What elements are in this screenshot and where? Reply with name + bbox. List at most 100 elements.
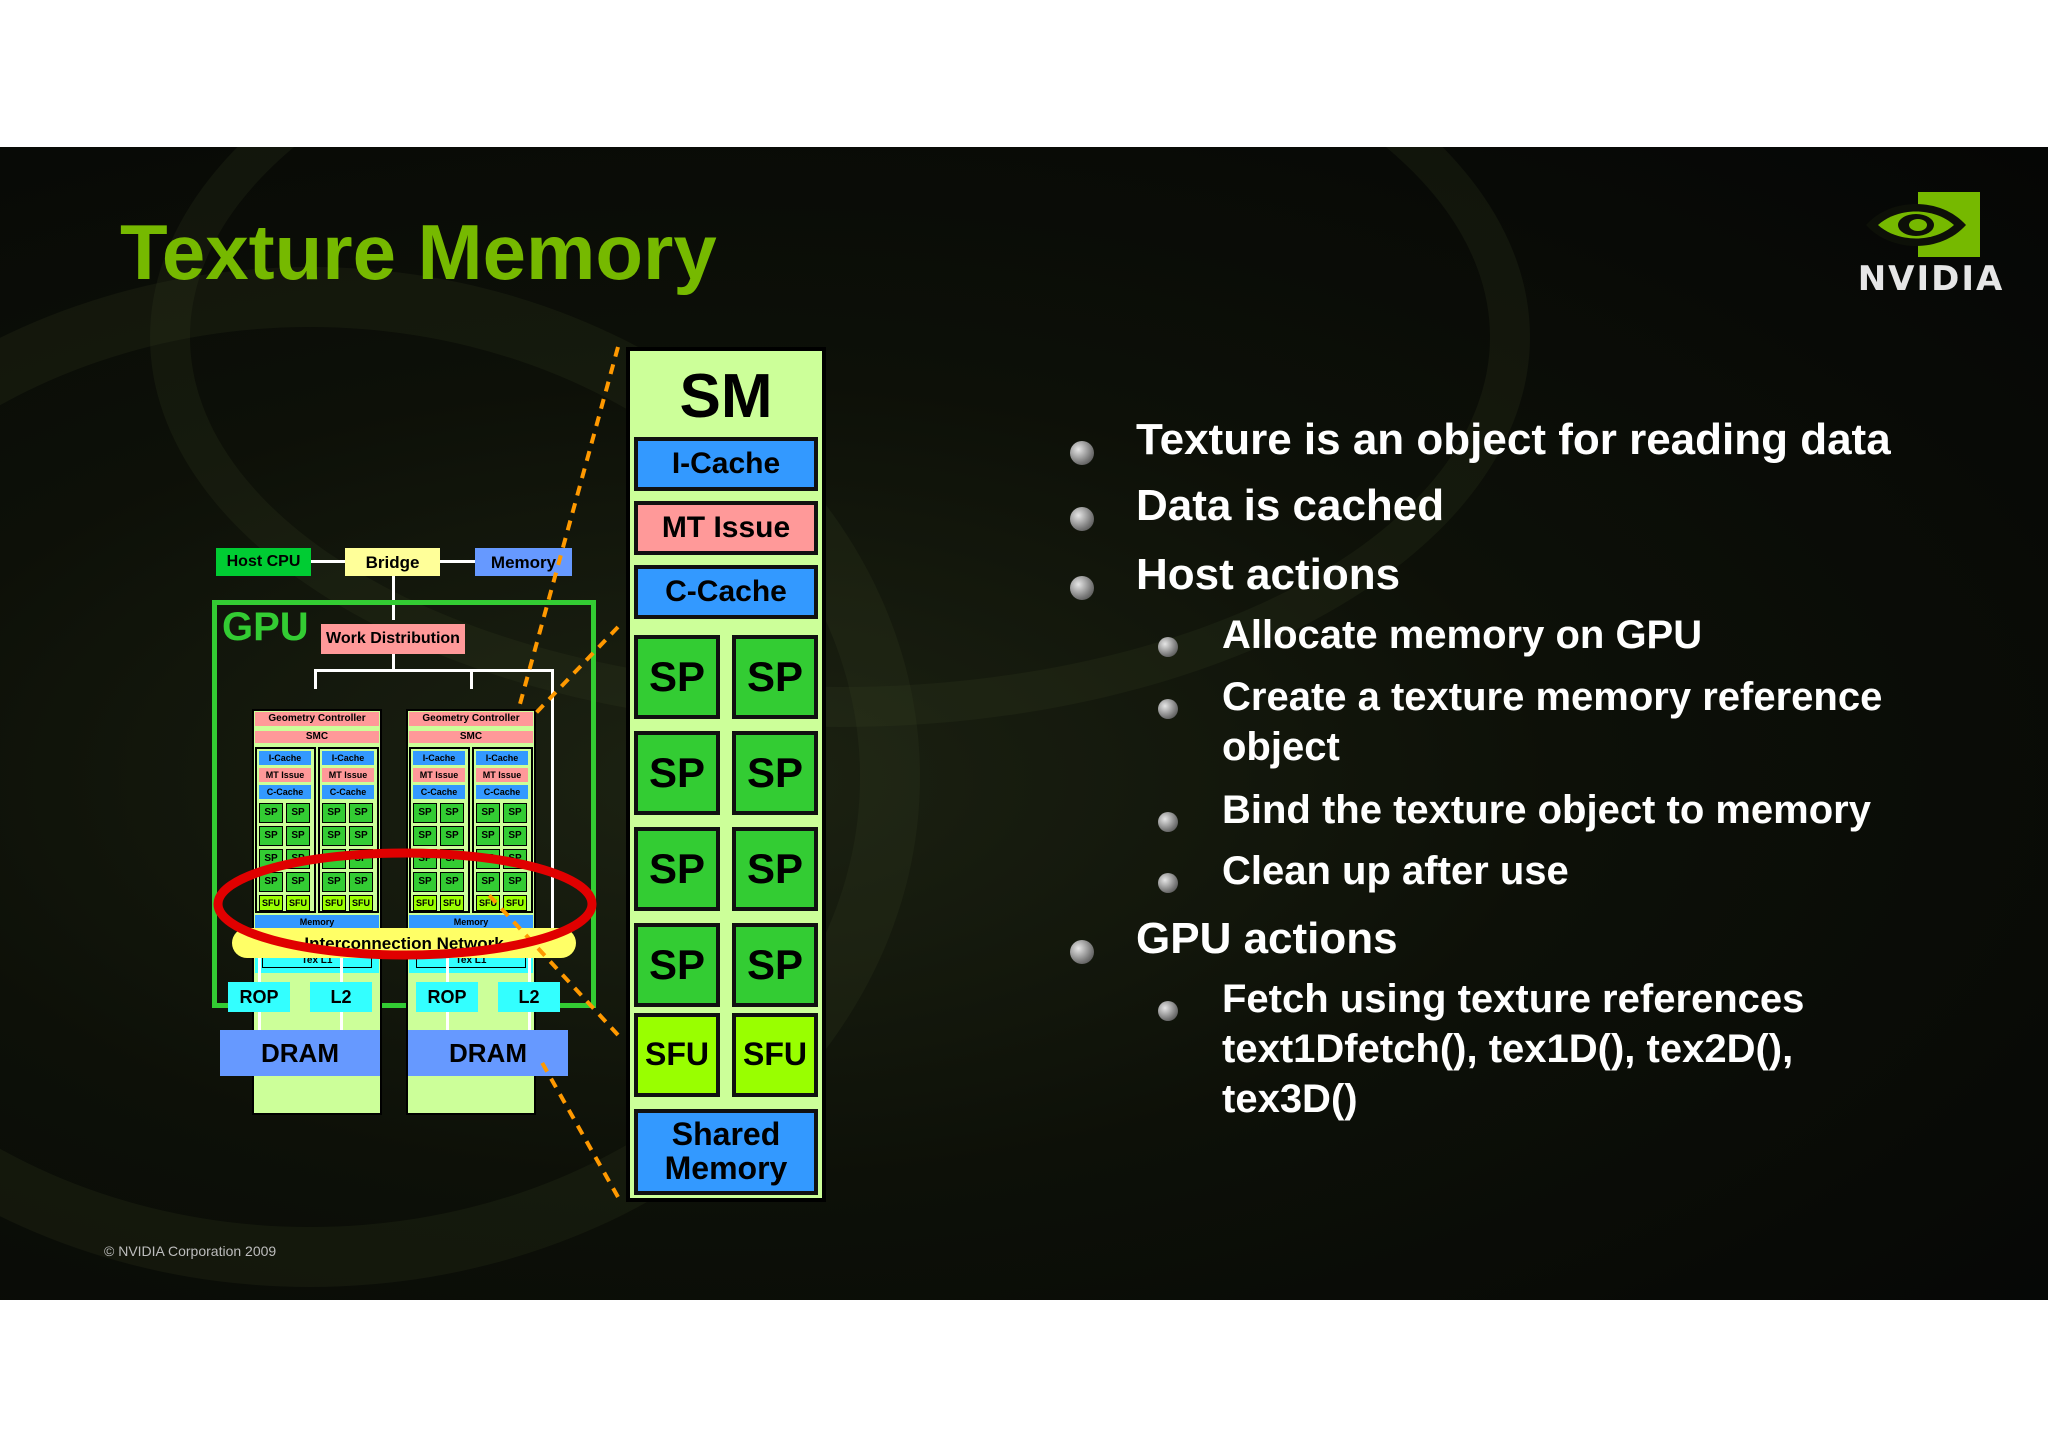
gpu-frame <box>212 600 596 1008</box>
mini-sp: SP <box>286 872 310 892</box>
geometry-controller-box: Geometry Controller <box>255 712 379 726</box>
work-distribution-box: Work Distribution <box>321 624 465 654</box>
sm-c-cache: C-Cache <box>634 565 818 619</box>
bullet-icon <box>1070 576 1094 600</box>
mini-sp: SP <box>440 872 464 892</box>
bullet-icon <box>1070 441 1094 465</box>
mini-sfu: SFU <box>259 895 283 911</box>
connector <box>314 669 317 689</box>
mini-sp: SP <box>476 826 500 846</box>
sm-sp-unit: SP <box>732 635 818 719</box>
mini-sp: SP <box>440 826 464 846</box>
sm-sfu-unit: SFU <box>732 1013 818 1097</box>
connector <box>470 669 473 689</box>
sm-shared-memory: Shared Memory <box>634 1109 818 1195</box>
mini-sp: SP <box>322 826 346 846</box>
mini-sfu: SFU <box>322 895 346 911</box>
connector <box>446 1012 449 1034</box>
mini-sp: SP <box>413 826 437 846</box>
bullet-item: Host actions <box>1136 550 1401 599</box>
mini-i-cache: I-Cache <box>322 751 374 765</box>
bridge-box: Bridge <box>345 548 440 576</box>
l2-box: L2 <box>310 982 372 1012</box>
connector <box>392 576 395 620</box>
sm-title: SM <box>679 362 773 431</box>
bullet-item: GPU actions <box>1136 914 1398 963</box>
mini-sfu: SFU <box>503 895 527 911</box>
bullet-icon <box>1070 940 1094 964</box>
dashed-callout-line <box>538 1058 620 1198</box>
mini-mt-issue: MT Issue <box>322 768 374 782</box>
mini-sp: SP <box>286 803 310 823</box>
mini-c-cache: C-Cache <box>322 785 374 799</box>
connector <box>314 669 554 672</box>
connector <box>340 1012 343 1034</box>
mini-c-cache: C-Cache <box>413 785 465 799</box>
sub-bullet-item: Create a texture memory reference <box>1222 675 1883 719</box>
bullet-item: Texture is an object for reading data <box>1136 415 1891 464</box>
mini-sfu: SFU <box>286 895 310 911</box>
mini-sfu: SFU <box>440 895 464 911</box>
dashed-callout-line <box>533 625 620 716</box>
sub-bullet-item: Fetch using texture references <box>1222 977 1805 1021</box>
gpu-diagram: Host CPU Bridge Memory GPU Work Distribu… <box>0 147 2048 1300</box>
dashed-callout-line <box>486 892 620 1037</box>
mini-sp: SP <box>413 872 437 892</box>
mini-sp: SP <box>349 803 373 823</box>
mini-mt-issue: MT Issue <box>476 768 528 782</box>
geometry-controller-box: Geometry Controller <box>409 712 533 726</box>
mini-sp: SP <box>286 826 310 846</box>
memory-box: Memory <box>475 548 572 576</box>
mini-sp: SP <box>476 803 500 823</box>
sub-bullet-item: Bind the texture object to memory <box>1222 788 1871 832</box>
sm-sp-unit: SP <box>732 731 818 815</box>
mini-sfu: SFU <box>349 895 373 911</box>
l2-box: L2 <box>498 982 560 1012</box>
mini-sp: SP <box>349 826 373 846</box>
mini-sp: SP <box>322 803 346 823</box>
bullet-icon <box>1158 873 1178 893</box>
mini-c-cache: C-Cache <box>476 785 528 799</box>
mini-sp: SP <box>322 872 346 892</box>
smc-box: SMC <box>409 731 533 743</box>
sub-bullet-item-continued: object <box>1222 725 1340 769</box>
mini-c-cache: C-Cache <box>259 785 311 799</box>
bullet-icon <box>1158 1001 1178 1021</box>
nvidia-eye-icon <box>1866 192 1980 257</box>
sub-bullet-item-continued: tex3D() <box>1222 1077 1358 1121</box>
sm-sp-unit: SP <box>634 635 720 719</box>
mini-sp: SP <box>503 826 527 846</box>
bullet-icon <box>1158 699 1178 719</box>
copyright: © NVIDIA Corporation 2009 <box>104 1243 277 1259</box>
sm-mt-issue: MT Issue <box>634 501 818 555</box>
sm-sp-unit: SP <box>732 827 818 911</box>
sm-sfu-unit: SFU <box>634 1013 720 1097</box>
mini-i-cache: I-Cache <box>259 751 311 765</box>
sm-sp-unit: SP <box>634 827 720 911</box>
bullet-icon <box>1158 812 1178 832</box>
highlight-overlay <box>213 346 620 1198</box>
slide-title: Texture Memory <box>120 208 717 296</box>
connector <box>528 1012 531 1034</box>
mini-sp: SP <box>440 803 464 823</box>
sub-bullet-item: Allocate memory on GPU <box>1222 613 1703 657</box>
connector <box>528 958 531 982</box>
gpu-label: GPU <box>222 605 309 649</box>
sm-sp-unit: SP <box>634 923 720 1007</box>
connector <box>392 654 395 670</box>
logo-text: NVIDIA <box>1857 259 2005 299</box>
bullet-icon <box>1070 507 1094 531</box>
connector <box>446 958 449 982</box>
sm-sp-unit: SP <box>732 923 818 1007</box>
dram-box: DRAM <box>408 1030 568 1076</box>
mini-shared-memory: Memory <box>255 915 379 929</box>
sm-sp-unit: SP <box>634 731 720 815</box>
highlight-ellipse <box>213 848 597 960</box>
connector <box>551 669 554 934</box>
rop-box: ROP <box>228 982 290 1012</box>
mini-i-cache: I-Cache <box>413 751 465 765</box>
mini-sp: SP <box>503 872 527 892</box>
sm-column: SM I-Cache MT Issue C-Cache Shared Memor… <box>626 347 826 1202</box>
sub-bullet-item: Clean up after use <box>1222 849 1569 893</box>
mini-sfu: SFU <box>413 895 437 911</box>
